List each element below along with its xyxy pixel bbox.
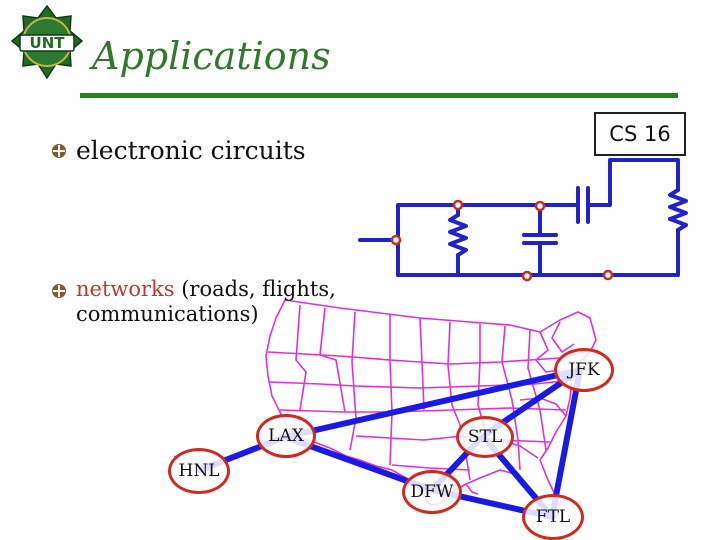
unt-logo: UNT [10, 4, 84, 80]
route-jfk-ftl [549, 367, 583, 520]
wire-top-right [586, 158, 680, 207]
city-node-jfk[interactable]: JFK [554, 348, 614, 392]
circuit-node [452, 199, 464, 211]
circuit-node [602, 269, 614, 281]
city-node-hnl[interactable]: HNL [168, 448, 230, 494]
circuit-node [521, 270, 533, 282]
city-node-lax[interactable]: LAX [256, 414, 316, 458]
city-node-dfw[interactable]: DFW [402, 470, 462, 514]
resistor-1 [448, 213, 468, 257]
city-node-stl[interactable]: STL [456, 416, 514, 458]
networks-text-line2: communications) [76, 302, 259, 326]
state-borders [173, 299, 597, 519]
networks-highlight: networks [76, 277, 175, 301]
wire-left-top [396, 203, 460, 242]
bullet-icon [52, 144, 66, 158]
title-divider [80, 93, 678, 98]
bullet-icon [52, 284, 66, 298]
slide-title: Applications [92, 34, 331, 78]
bullet-text-networks: networks (roads, flights, communications… [76, 277, 336, 327]
logo-text: UNT [30, 34, 66, 52]
course-badge: CS 16 [594, 112, 686, 156]
circuit-node [534, 200, 546, 212]
city-node-ftl[interactable]: FTL [522, 494, 584, 540]
networks-text: (roads, flights, [174, 277, 336, 301]
route-lax-jfk [282, 367, 583, 440]
circuit-node [390, 234, 402, 246]
bullet-text-circuits: electronic circuits [76, 136, 306, 165]
resistor-2 [668, 188, 688, 232]
